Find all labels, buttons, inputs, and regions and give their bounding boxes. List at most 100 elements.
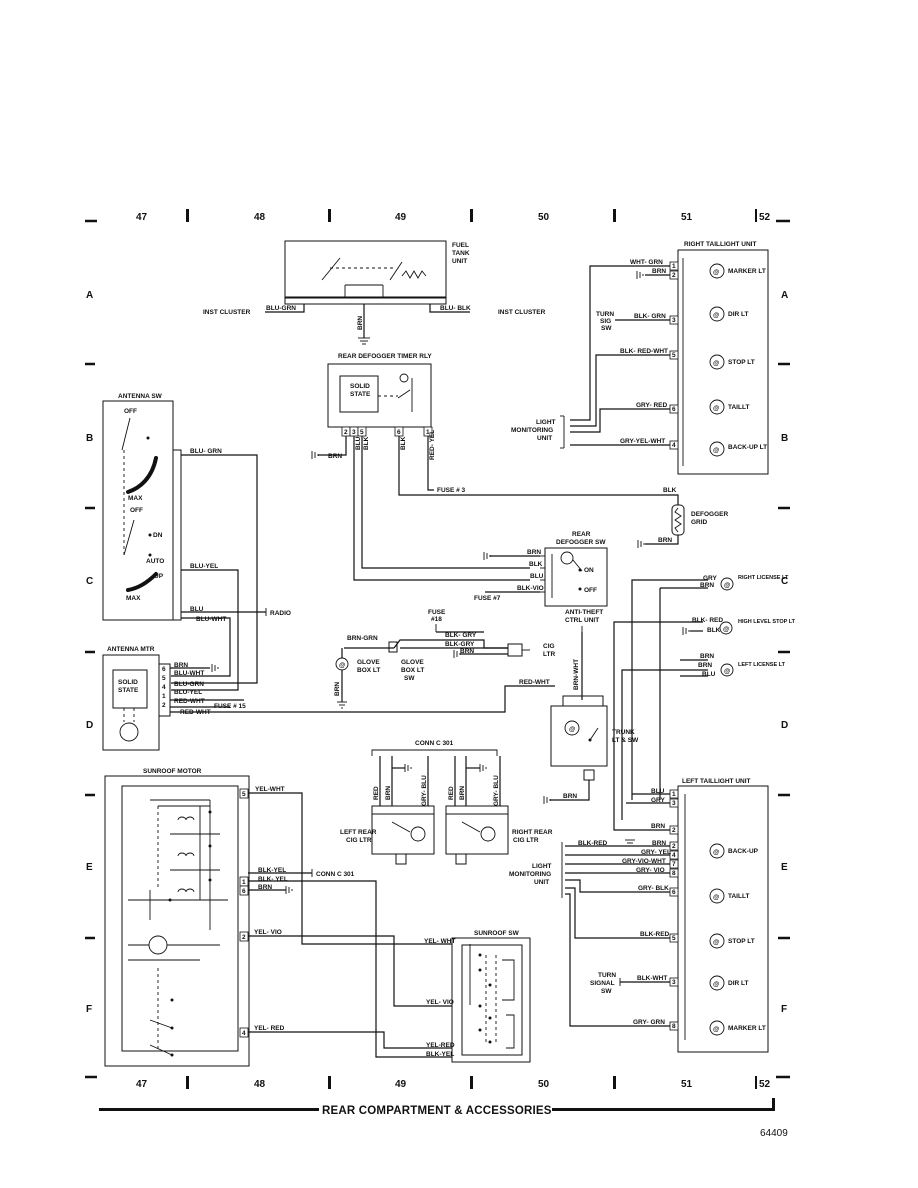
c301-left-label-1: LEFT REAR bbox=[340, 829, 377, 836]
glove-wire-brn2: BRN bbox=[334, 682, 341, 696]
antenna-pos-max: MAX bbox=[128, 495, 143, 502]
right-taillight-unit: RIGHT TAILLIGHT UNIT @ MARKER LT @ DIR L… bbox=[511, 241, 769, 475]
grid-title-2: GRID bbox=[691, 519, 708, 526]
relay-fuse-3: FUSE # 3 bbox=[437, 487, 466, 494]
defog-sw-title-2: DEFOGGER SW bbox=[556, 539, 606, 546]
cig-ltr-1: CIG bbox=[543, 643, 555, 650]
lt-turn-sw-1: TURN bbox=[598, 972, 616, 979]
lt-lamp-tail: TAILLT bbox=[728, 893, 749, 900]
antenna-pos-auto: AUTO bbox=[146, 558, 164, 565]
lt-pin-5: 5 bbox=[672, 935, 676, 942]
tail-lamp-icon: @ bbox=[709, 888, 725, 904]
row-label-b-right: B bbox=[781, 433, 788, 444]
svg-text:@: @ bbox=[713, 405, 719, 412]
relay-pin-3: 3 bbox=[352, 429, 356, 436]
trunk-lamp-icon: @ bbox=[564, 720, 580, 736]
antenna-mtr-title: ANTENNA MTR bbox=[107, 646, 155, 653]
col-label-51-bottom: 51 bbox=[681, 1079, 693, 1090]
glove-wire-brn: BRN bbox=[460, 648, 474, 655]
col-label-50-bottom: 50 bbox=[538, 1079, 550, 1090]
lic-wire-brn: BRN bbox=[700, 582, 714, 589]
lt-monitor-2: MONITORING bbox=[509, 871, 551, 878]
rt-turn-sw-1: TURN bbox=[596, 311, 614, 318]
rt-wire-gry-red: GRY- RED bbox=[636, 402, 667, 409]
backup-lamp-icon: @ bbox=[709, 441, 725, 457]
lt-monitor-3: UNIT bbox=[534, 879, 549, 886]
antenna-mtr-pin-4: 4 bbox=[162, 684, 166, 691]
relay-wire-blk: BLK bbox=[363, 436, 370, 450]
lt-monitor-1: LIGHT bbox=[532, 863, 552, 870]
lt-wire-gry-grn: GRY- GRN bbox=[633, 1019, 665, 1026]
stop-lamp-icon: @ bbox=[709, 354, 725, 370]
sunroof-switch: SUNROOF SW YEL- WHT YEL- VIO YEL-RED BLK… bbox=[424, 930, 531, 1063]
row-label-e: E bbox=[86, 862, 93, 873]
antenna-mtr-pin-5: 5 bbox=[162, 675, 166, 682]
marker-lamp-icon: @ bbox=[709, 1020, 725, 1036]
lt-wire-blu: BLU bbox=[651, 788, 665, 795]
svg-text:@: @ bbox=[724, 668, 730, 675]
col-label-48: 48 bbox=[254, 212, 266, 223]
defog-sw-wire-brn: BRN bbox=[527, 549, 541, 556]
grid-rows: A A B B C C D D E E F F bbox=[85, 290, 790, 1015]
ground-icon bbox=[483, 552, 491, 560]
fuel-tank-title-3: UNIT bbox=[452, 258, 467, 265]
sunroof-conn-c301: CONN C 301 bbox=[316, 871, 355, 878]
defog-sw-on: ON bbox=[584, 567, 594, 574]
row-label-f-right: F bbox=[781, 1004, 787, 1015]
sunroof-sw-title: SUNROOF SW bbox=[474, 930, 520, 937]
lic-wire-blu: BLU bbox=[702, 671, 716, 678]
rt-lamp-tail: TAILLT bbox=[728, 404, 749, 411]
tail-lamp-icon: @ bbox=[709, 399, 725, 415]
col-label-48-bottom: 48 bbox=[254, 1079, 266, 1090]
sunroof-sw-wire-blk-yel: BLK-YEL bbox=[426, 1051, 454, 1058]
sunroof-sw-wire-yel-red: YEL-RED bbox=[426, 1042, 455, 1049]
glove-lamp-icon: @ bbox=[335, 657, 349, 671]
relay-inner-2: STATE bbox=[350, 391, 371, 398]
rt-wire-brn: BRN bbox=[652, 268, 666, 275]
ground-icon bbox=[682, 627, 690, 635]
sunroof-sw-wire-yel-wht: YEL- WHT bbox=[424, 938, 455, 945]
relay-contacts bbox=[128, 799, 228, 930]
lt-lamp-backup: BACK-UP bbox=[728, 848, 759, 855]
fuel-wire-left: BLU-GRN bbox=[266, 305, 296, 312]
antenna-mtr-inner-2: STATE bbox=[118, 687, 139, 694]
anti-theft-trunk: ANTI-THEFT CTRL UNIT BRN-WHT RED-WHT @ T… bbox=[519, 609, 639, 804]
antenna-mtr-wire-blu-wht: BLU-WHT bbox=[174, 670, 204, 677]
lt-wire-blk-wht: BLK-WHT bbox=[637, 975, 667, 982]
glove-lamp-2: BOX LT bbox=[357, 667, 380, 674]
fuel-dest-left: INST CLUSTER bbox=[203, 309, 251, 316]
sunroof-pin-5: 5 bbox=[242, 791, 246, 798]
defog-sw-fuse: FUSE #7 bbox=[474, 595, 501, 602]
antenna-radio: RADIO bbox=[270, 610, 291, 617]
relay-pin-5: 5 bbox=[360, 429, 364, 436]
row-label-a-right: A bbox=[781, 290, 788, 301]
anti-theft-2: CTRL UNIT bbox=[565, 617, 599, 624]
c301-left-red: RED bbox=[373, 786, 380, 800]
rt-pin-6: 6 bbox=[672, 406, 676, 413]
fuel-tank-title-1: FUEL bbox=[452, 242, 469, 249]
anti-theft-wire-brn-wht: BRN-WHT bbox=[573, 659, 580, 690]
dir-lamp-icon: @ bbox=[709, 975, 725, 991]
row-label-f: F bbox=[86, 1004, 92, 1015]
conn-c301-cig-lighters: CONN C 301 RED BRN GRY- BLU LEFT REAR CI… bbox=[340, 740, 553, 865]
rt-turn-sw-2: SIG bbox=[600, 318, 611, 325]
glove-wire-blk-gry2: BLK-GRY bbox=[445, 641, 475, 648]
lt-lamp-stop: STOP LT bbox=[728, 938, 755, 945]
defog-sw-wire-blu: BLU bbox=[530, 573, 544, 580]
lt-lamp-dir: DIR LT bbox=[728, 980, 748, 987]
row-label-e-right: E bbox=[781, 862, 788, 873]
defogger-timer-relay: REAR DEFOGGER TIMER RLY SOLID STATE 2 3 … bbox=[311, 353, 679, 581]
sunroof-wire-blk-yel: BLK-YEL bbox=[258, 867, 286, 874]
sunroof-wire-yel-wht: YEL-WHT bbox=[255, 786, 285, 793]
rt-lamp-backup: BACK-UP LT bbox=[728, 444, 767, 451]
rt-monitor-3: UNIT bbox=[537, 435, 552, 442]
ground-icon bbox=[404, 764, 412, 772]
col-label-51: 51 bbox=[681, 212, 693, 223]
ground-icon bbox=[637, 540, 645, 548]
left-taillight-title: LEFT TAILLIGHT UNIT bbox=[682, 778, 751, 785]
ground-icon bbox=[453, 650, 461, 658]
antenna-mtr-wire-red-wht2: RED-WHT bbox=[180, 709, 211, 716]
lt-wire-gry-vio: GRY- VIO bbox=[636, 867, 665, 874]
rt-wire-blk-grn: BLK- GRN bbox=[634, 313, 666, 320]
grid-header: 47 48 49 50 51 52 bbox=[85, 209, 790, 223]
